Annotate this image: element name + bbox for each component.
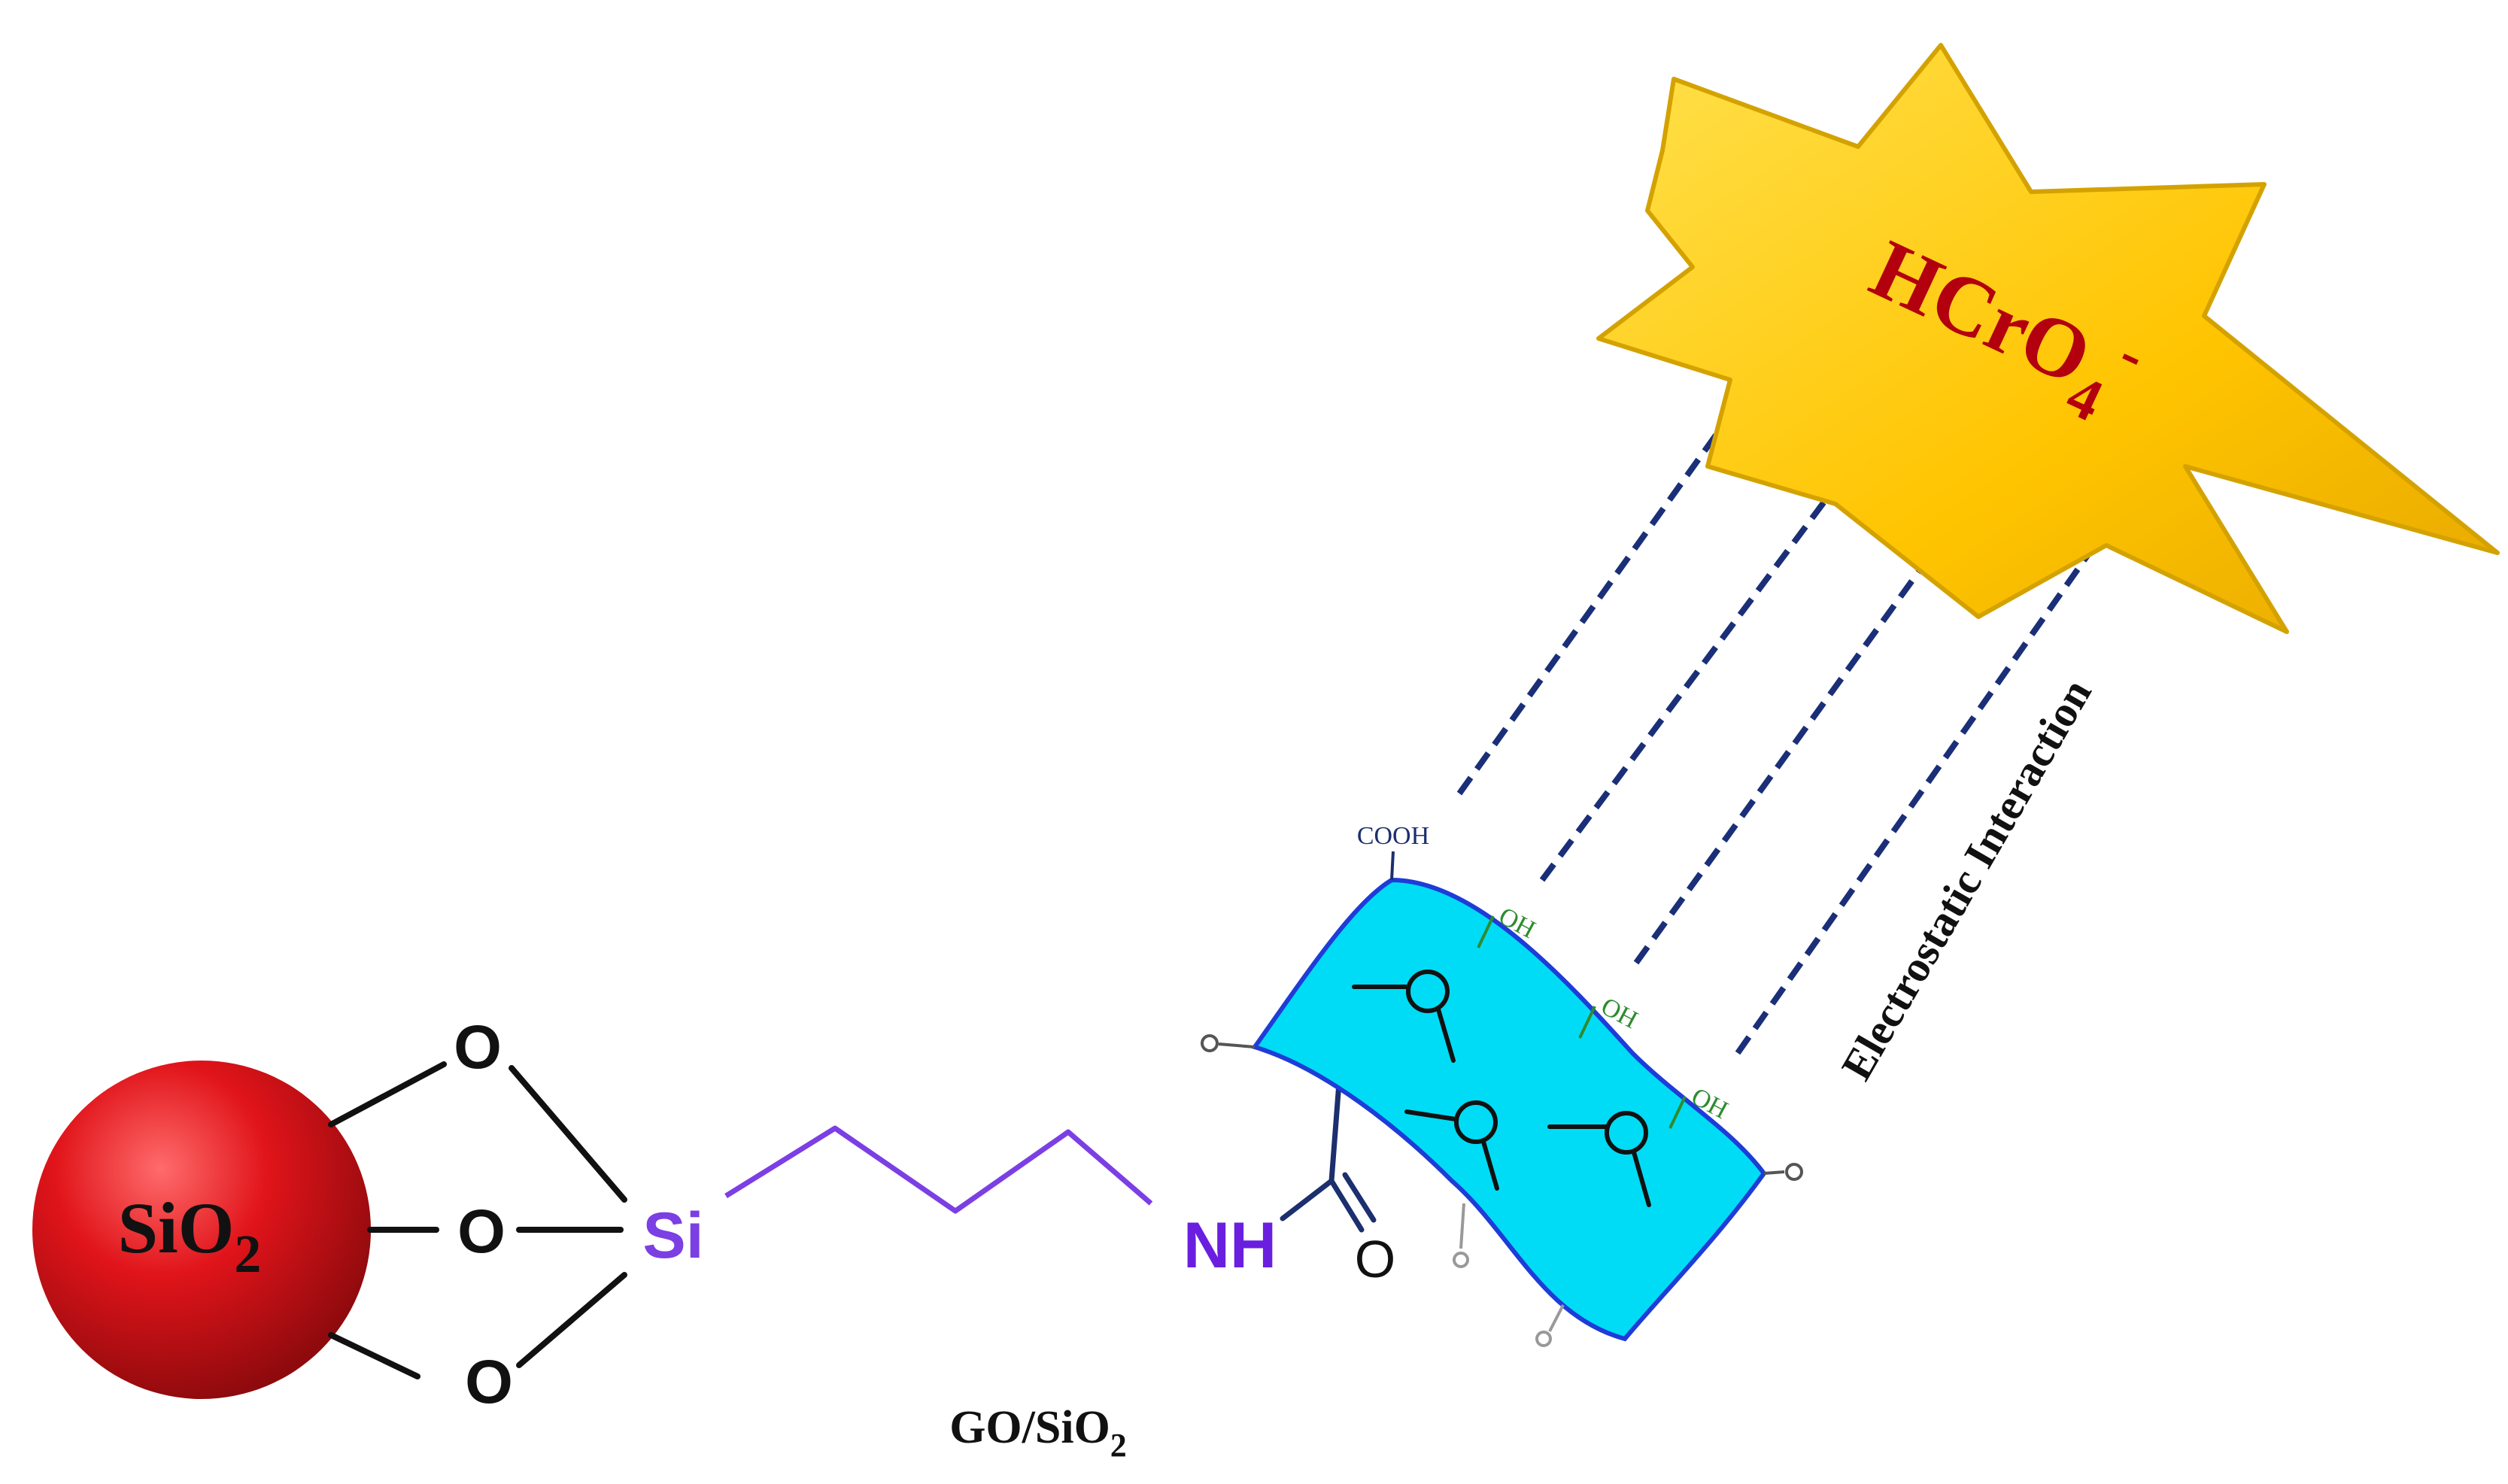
propyl-chain: [724, 1125, 1153, 1214]
amine-group: NH: [1183, 1209, 1277, 1282]
cooh-bond: [1390, 851, 1395, 881]
bond-o-top-si: [509, 1065, 627, 1203]
interaction-line-4: [1735, 532, 2106, 1055]
starburst-shape: [1596, 43, 2500, 634]
amide-bond: [1280, 1080, 1377, 1233]
hydroxyl-groups: [1477, 915, 1687, 1129]
interaction-line-1: [1456, 381, 1756, 796]
cooh-label: COOH: [1357, 822, 1429, 850]
oxygen-mid: O: [457, 1197, 506, 1266]
interaction-label: Electrostatic Interaction: [1832, 671, 2101, 1088]
sio2-label: SiO2: [118, 1188, 262, 1284]
caption: GO/SiO2: [949, 1402, 1127, 1464]
bond-sphere-o-bottom: [328, 1332, 421, 1379]
oxygen-atoms: O O O: [454, 1013, 513, 1416]
sio2-sphere: [32, 1061, 371, 1399]
hcro4-ion: HCrO4-: [1596, 43, 2500, 634]
bond-sphere-o-top: [328, 1061, 447, 1127]
siloxane-bonds: [328, 1061, 627, 1379]
oxygen-bottom: O: [465, 1348, 513, 1416]
oxygen-top: O: [454, 1013, 502, 1082]
silicon-atom: Si: [642, 1200, 703, 1272]
go-sheet-surface: [1251, 877, 1767, 1342]
edge-knobs: [1201, 1034, 1803, 1347]
graphene-oxide-sheet: COOH OH OH OH: [1201, 822, 1803, 1347]
epoxide-groups: [1352, 970, 1651, 1207]
interaction-line-2: [1539, 434, 1876, 882]
bond-o-bottom-si: [516, 1272, 627, 1368]
carbonyl-oxygen: O: [1355, 1230, 1395, 1288]
sio2-particle: SiO2: [32, 1061, 371, 1399]
